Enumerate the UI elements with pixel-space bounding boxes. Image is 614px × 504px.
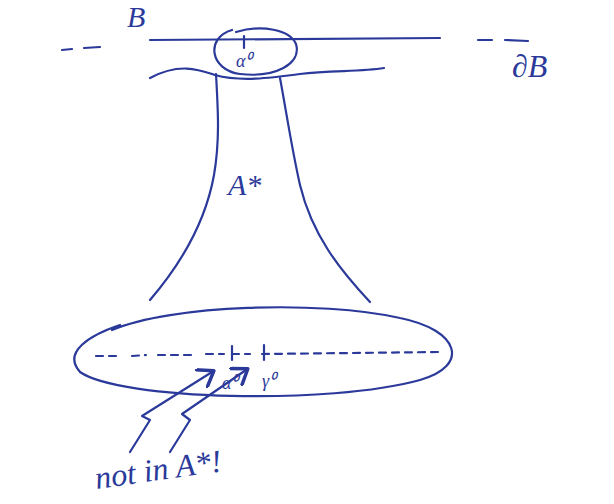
tick bbox=[232, 345, 264, 360]
funnel-left bbox=[150, 74, 218, 300]
funnel-right bbox=[280, 78, 370, 302]
point-label: α⁰ bbox=[236, 52, 251, 70]
dash-line bbox=[478, 40, 528, 41]
wavy-curve bbox=[150, 68, 384, 79]
dashed-line bbox=[96, 352, 440, 356]
set-label: A* bbox=[228, 170, 261, 200]
dash-line bbox=[62, 47, 100, 50]
tick bbox=[243, 36, 245, 48]
point-label: γ⁰ bbox=[262, 372, 275, 390]
zigzag-arrow bbox=[130, 372, 212, 452]
label-b: B bbox=[127, 2, 145, 32]
boundary-line bbox=[150, 38, 440, 40]
boundary-label: ∂B bbox=[512, 50, 547, 82]
neighbourhood bbox=[214, 28, 296, 74]
zigzag-arrow bbox=[170, 370, 246, 452]
point-label: α⁰ bbox=[222, 374, 237, 392]
base-region bbox=[74, 307, 452, 396]
note: not in A*! bbox=[93, 444, 224, 493]
